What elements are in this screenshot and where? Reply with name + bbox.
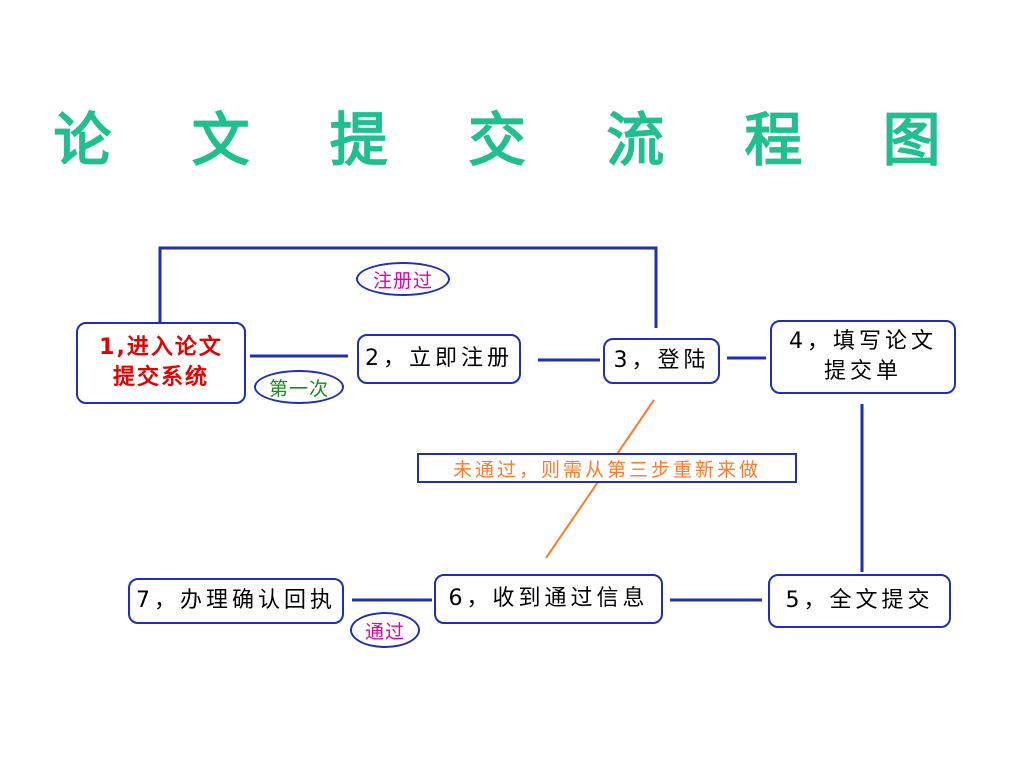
step-5-full-submit: 5，全文提交 xyxy=(768,574,951,628)
page-title: 论 文 提 交 流 程 图 xyxy=(53,106,971,174)
step-1-enter-system: 1,进入论文 提交系统 xyxy=(76,322,246,404)
connector-registered-loop xyxy=(158,246,658,328)
step-2-register: 2，立即注册 xyxy=(357,334,521,384)
label-not-passed-note: 未通过，则需从第三步重新来做 xyxy=(417,453,797,483)
label-registered: 注册过 xyxy=(356,262,450,296)
step-4-fill-form: 4，填写论文 提交单 xyxy=(770,320,956,394)
step-7-confirm-receipt: 7，办理确认回执 xyxy=(128,578,344,624)
label-first-time: 第一次 xyxy=(254,370,344,404)
step-3-login: 3，登陆 xyxy=(603,338,720,384)
step-6-receive-pass-info: 6，收到通过信息 xyxy=(434,574,663,624)
label-passed: 通过 xyxy=(350,612,420,648)
